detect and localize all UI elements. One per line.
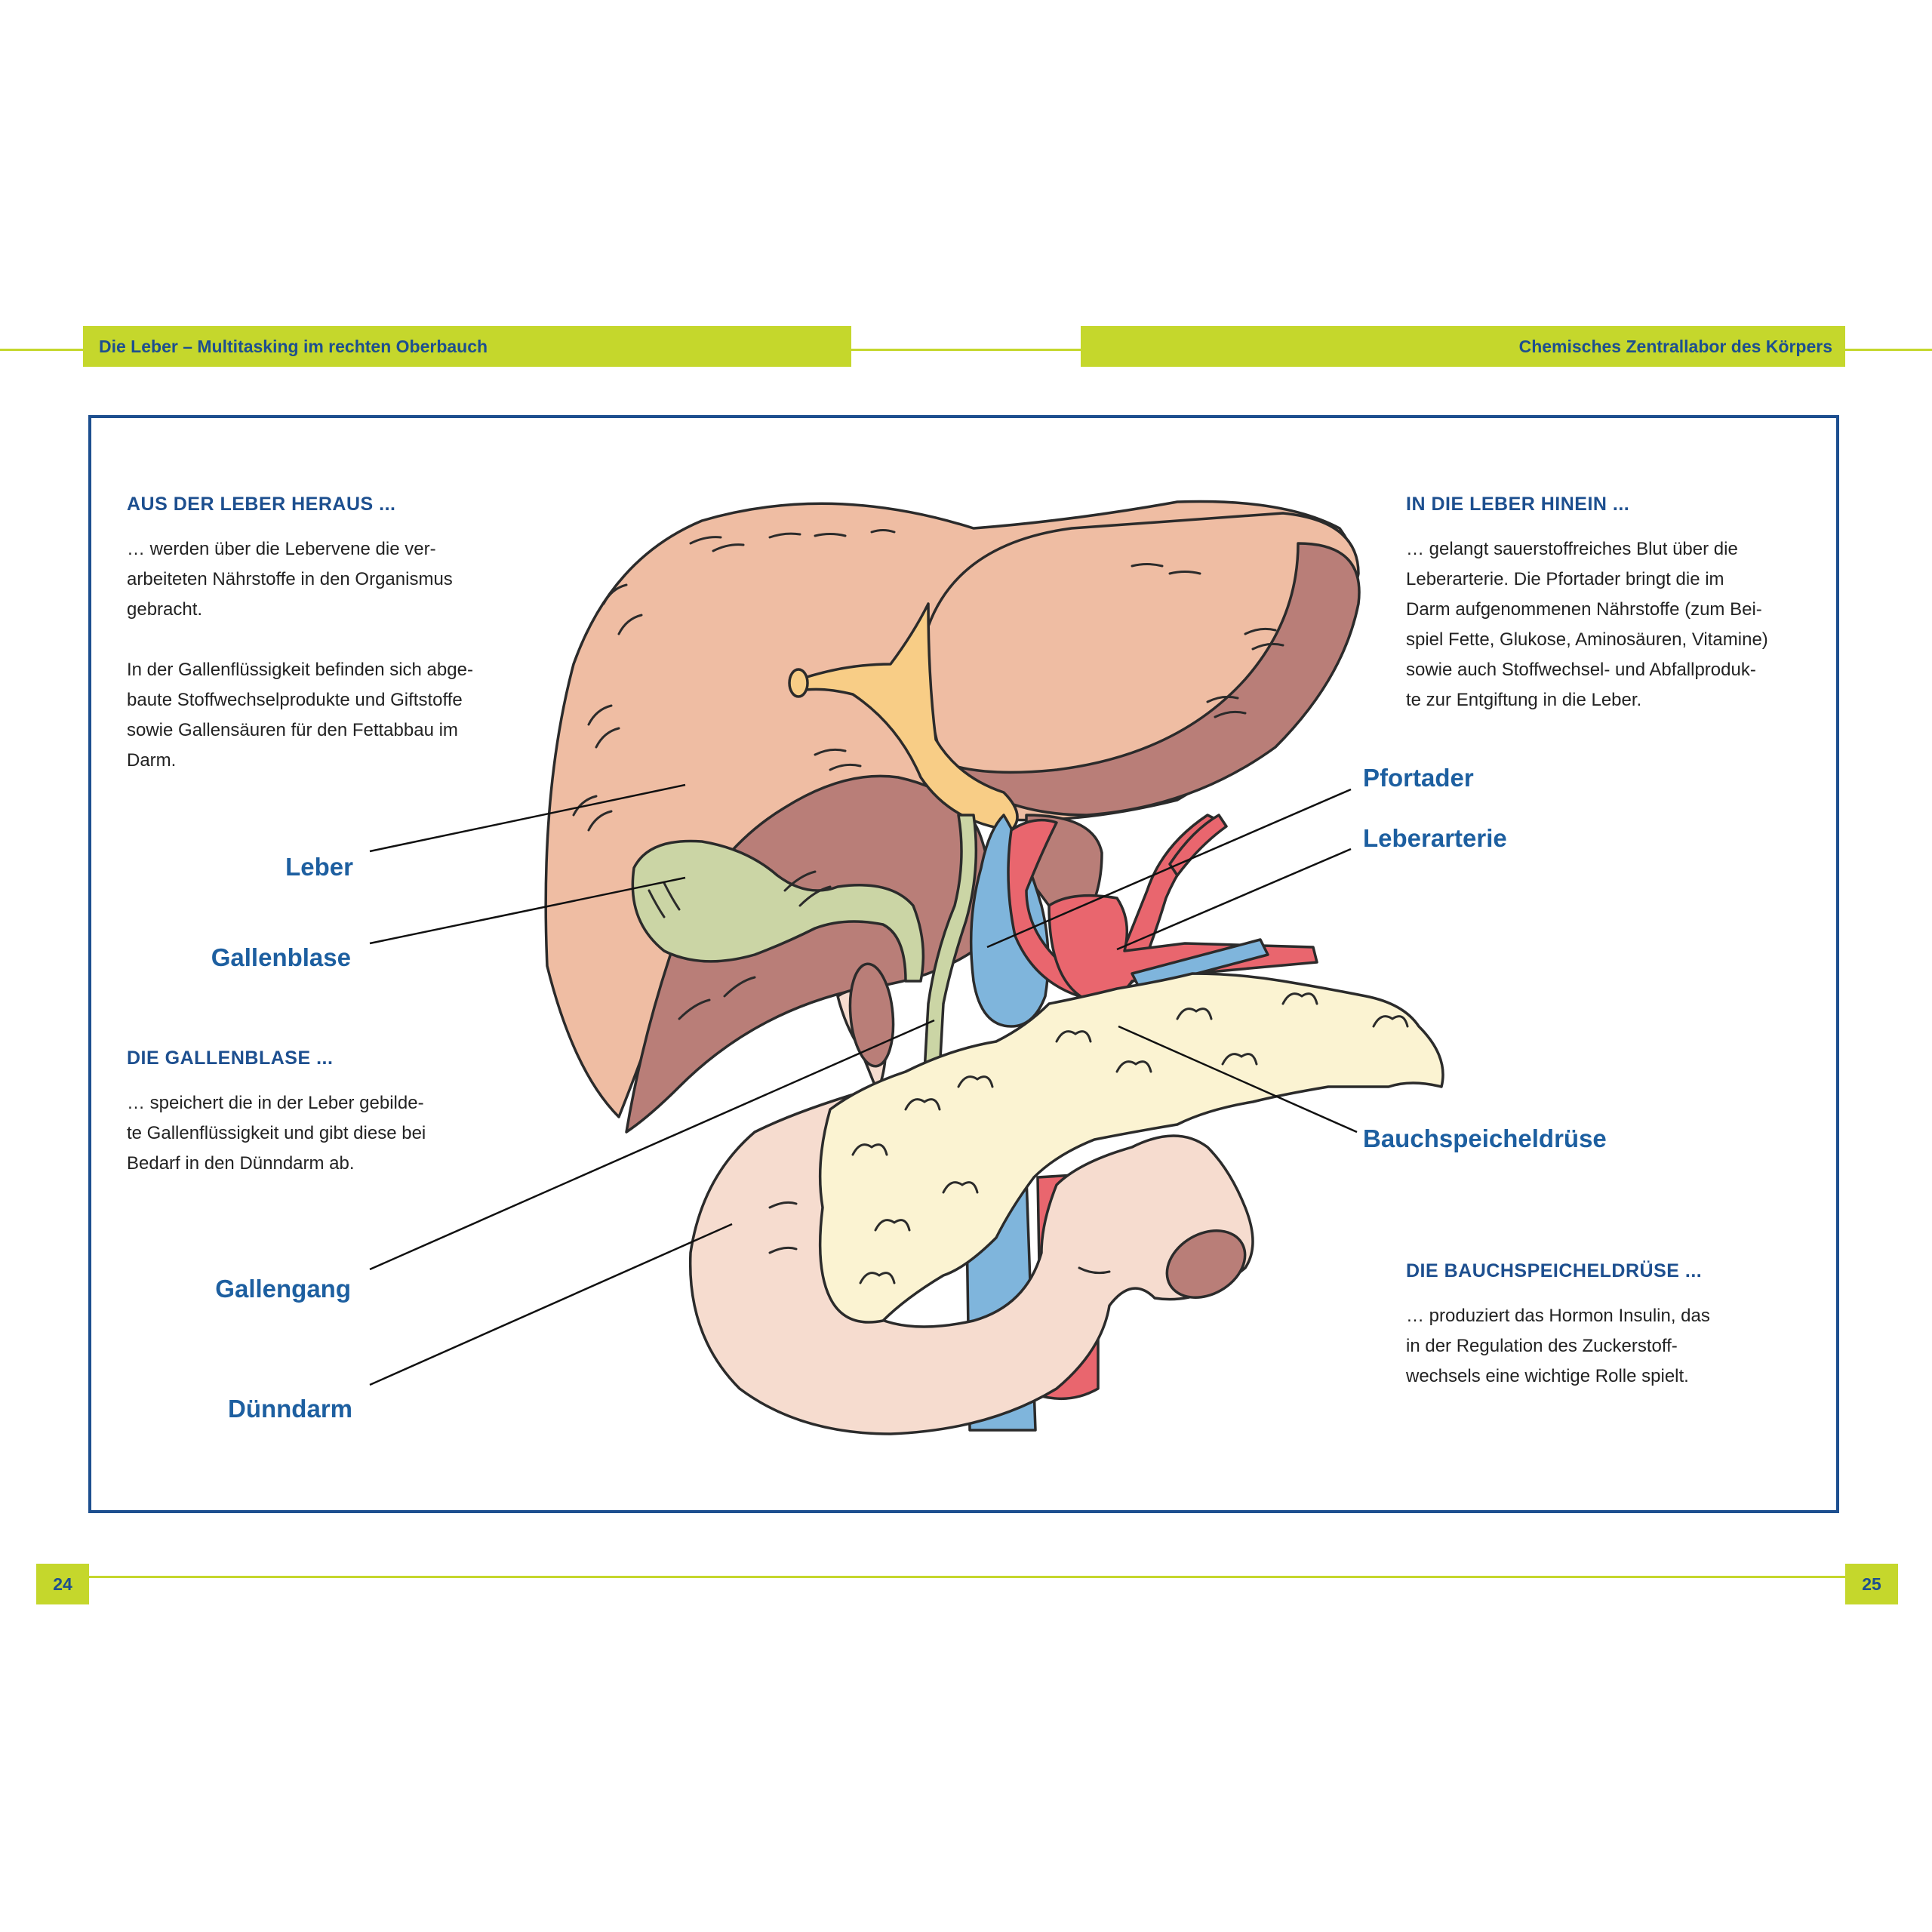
page-number-right: 25 — [1845, 1564, 1898, 1604]
header-bar-right — [1081, 326, 1845, 367]
leader-leber — [369, 783, 686, 853]
bile-duct — [923, 814, 978, 1073]
header-rule-left — [0, 349, 83, 351]
section-text-gallenblase: … speichert die in der Leber gebilde- te… — [127, 1093, 426, 1174]
leader-bauchspeicheldruese — [1118, 1025, 1358, 1134]
label-bauchspeicheldruese: Bauchspeicheldrüse — [1363, 1124, 1607, 1152]
label-duenndarm: Dünndarm — [228, 1395, 352, 1423]
page-number-left: 24 — [36, 1564, 89, 1604]
round-ligament — [788, 668, 809, 698]
leader-leberarterie — [1116, 848, 1352, 951]
gallbladder-shape — [631, 839, 925, 983]
label-leber: Leber — [285, 853, 353, 881]
label-gallengang: Gallengang — [215, 1275, 351, 1303]
hepatic-artery — [1007, 814, 1224, 999]
content-frame — [88, 415, 1839, 1513]
leader-pfortader — [986, 788, 1352, 949]
falciform-ligament — [798, 602, 1019, 832]
section-title-in-die-leber: IN DIE LEBER HINEIN ... — [1406, 494, 1630, 515]
jejunum-opening — [1165, 1229, 1247, 1299]
section-title-aus-der-leber: AUS DER LEBER HERAUS ... — [127, 494, 396, 515]
pancreas — [818, 972, 1444, 1324]
label-gallenblase: Gallenblase — [211, 943, 351, 971]
leader-gallengang — [369, 1019, 935, 1271]
header-title-right: Chemisches Zentrallabor des Körpers — [1518, 337, 1832, 356]
duodenum-opening — [848, 962, 895, 1068]
section-text-bauchspeicheldruese: … produziert das Hormon Insulin, das in … — [1406, 1306, 1710, 1386]
section-title-gallenblase: DIE GALLENBLASE ... — [127, 1048, 334, 1069]
header-title-left: Die Leber – Multitasking im rechten Ober… — [99, 337, 488, 356]
header-rule-middle — [851, 349, 1081, 351]
leader-gallenblase — [369, 876, 686, 945]
label-pfortader: Pfortader — [1363, 764, 1474, 792]
artery-top-branch — [1168, 814, 1228, 877]
splenic-vein — [1131, 938, 1269, 990]
footer-rule — [83, 1576, 1845, 1578]
section-text-in-die-leber: … gelangt sauerstoffreiches Blut über di… — [1406, 539, 1768, 710]
header-bar-left — [83, 326, 851, 367]
section-text-aus-der-leber: … werden über die Lebervene die ver- arb… — [127, 539, 473, 771]
leader-duenndarm — [369, 1223, 733, 1386]
section-title-bauchspeicheldruese: DIE BAUCHSPEICHELDRÜSE ... — [1406, 1260, 1703, 1281]
header-rule-right — [1845, 349, 1932, 351]
label-leberarterie: Leberarterie — [1363, 824, 1507, 852]
